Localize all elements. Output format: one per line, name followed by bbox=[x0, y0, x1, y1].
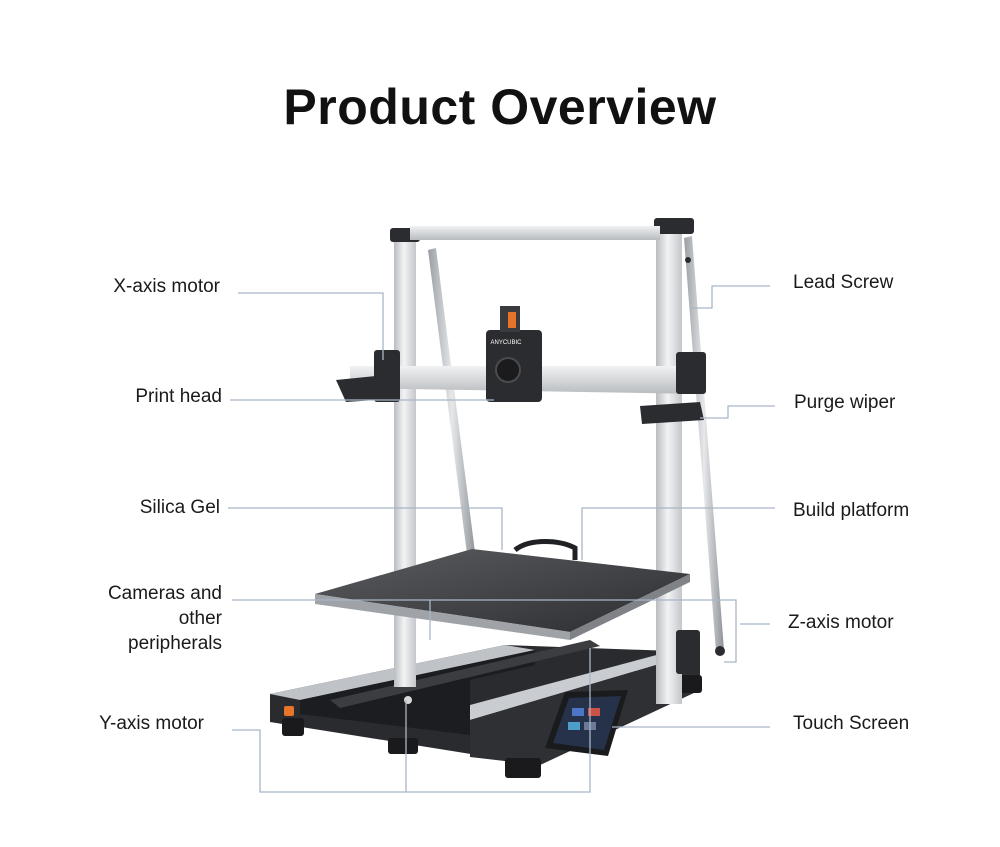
leader-lead-screw bbox=[690, 285, 770, 309]
leader-silica-gel bbox=[228, 507, 503, 550]
label-x-axis-motor: X-axis motor bbox=[113, 276, 220, 297]
purge-wiper-block bbox=[640, 402, 704, 424]
label-cameras-line2: other bbox=[178, 608, 222, 629]
label-cameras-peripherals: Cameras and other peripherals bbox=[40, 581, 222, 656]
brand-badge bbox=[284, 706, 294, 716]
brand-mark: ANYCUBIC bbox=[490, 340, 522, 346]
label-y-axis-motor: Y-axis motor bbox=[99, 713, 204, 734]
leader-y-axis-motor bbox=[232, 648, 591, 793]
label-z-axis-motor: Z-axis motor bbox=[788, 612, 894, 633]
printer-base bbox=[270, 640, 702, 778]
label-cameras-line3: peripherals bbox=[128, 633, 222, 654]
lead-screw-rod bbox=[684, 236, 724, 652]
label-lead-screw: Lead Screw bbox=[793, 272, 894, 293]
top-crossbar bbox=[410, 226, 660, 240]
page-title: Product Overview bbox=[283, 79, 717, 135]
label-silica-gel: Silica Gel bbox=[139, 497, 220, 518]
label-purge-wiper: Purge wiper bbox=[794, 392, 896, 413]
left-rod bbox=[428, 248, 476, 562]
label-print-head: Print head bbox=[135, 386, 222, 407]
leader-x-axis-motor bbox=[238, 292, 384, 360]
leader-cameras-right bbox=[430, 599, 737, 663]
right-upright bbox=[654, 218, 700, 704]
z-axis-motor-block bbox=[676, 630, 700, 674]
leader-purge-wiper bbox=[700, 405, 775, 419]
x-gantry: ANYCUBIC bbox=[336, 306, 706, 424]
leader-lines bbox=[228, 285, 775, 793]
build-platform bbox=[315, 549, 690, 640]
x-axis-motor-block bbox=[374, 350, 400, 402]
touch-screen-device bbox=[545, 690, 628, 756]
label-touch-screen: Touch Screen bbox=[793, 713, 910, 734]
label-build-platform: Build platform bbox=[793, 500, 910, 521]
leader-build-platform bbox=[581, 507, 775, 560]
label-cameras-line1: Cameras and bbox=[107, 583, 222, 604]
